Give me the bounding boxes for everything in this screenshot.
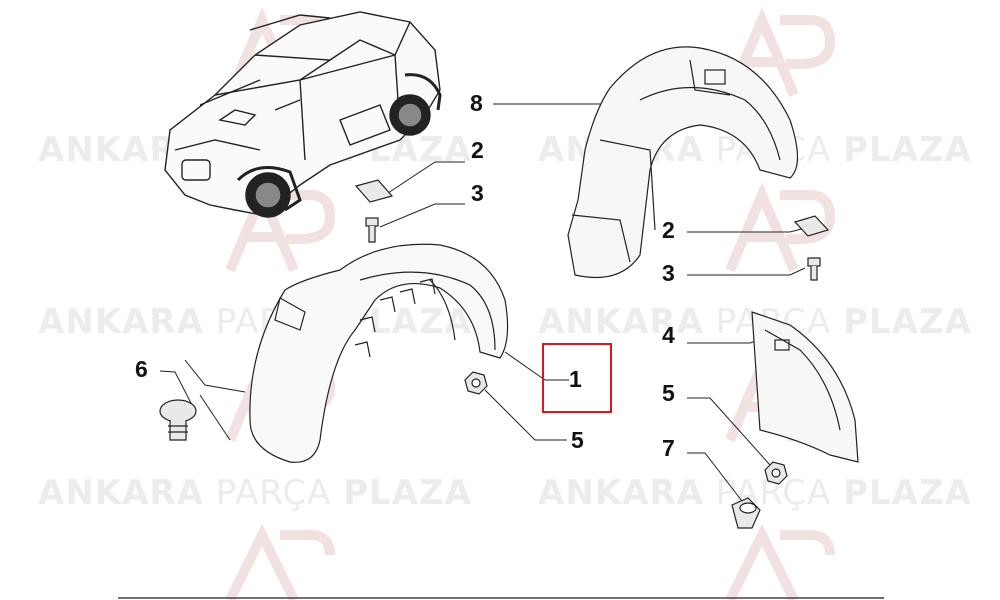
- screw-right: [807, 257, 821, 281]
- callout-part-8: 8: [470, 90, 483, 116]
- callout-part-4: 4: [662, 322, 675, 348]
- grommet: [731, 497, 761, 529]
- clip-upper-left: [354, 179, 394, 203]
- clip-right: [793, 215, 830, 237]
- push-pin: [159, 399, 197, 441]
- watermark-row-2-right: ANKARA PARÇA PLAZA: [538, 302, 972, 342]
- callout-part-5-center: 5: [571, 427, 584, 453]
- nut-center: [464, 371, 488, 395]
- watermark-row-3-left: ANKARA PARÇA PLAZA: [38, 473, 472, 513]
- car-illustration: [164, 11, 442, 218]
- callout-part-2-right: 2: [662, 217, 675, 243]
- leader-lines: [159, 103, 806, 506]
- wheel-arch-liner-front: [249, 243, 509, 463]
- nut-right: [764, 461, 788, 485]
- callout-part-7: 7: [662, 435, 675, 461]
- callout-part-3-upper-left: 3: [471, 180, 484, 206]
- splash-guard: [751, 311, 859, 463]
- callout-part-1: 1: [569, 366, 582, 392]
- callout-part-5-right: 5: [662, 380, 675, 406]
- callout-part-2-upper-left: 2: [471, 137, 484, 163]
- highlight-box-part-1: [542, 343, 612, 413]
- wheel-arch-liner-rear: [567, 46, 799, 279]
- watermark-row-3-right: ANKARA PARÇA PLAZA: [538, 473, 972, 513]
- callout-part-6: 6: [135, 356, 148, 382]
- screw-upper-left: [365, 217, 379, 243]
- callout-part-3-right: 3: [662, 260, 675, 286]
